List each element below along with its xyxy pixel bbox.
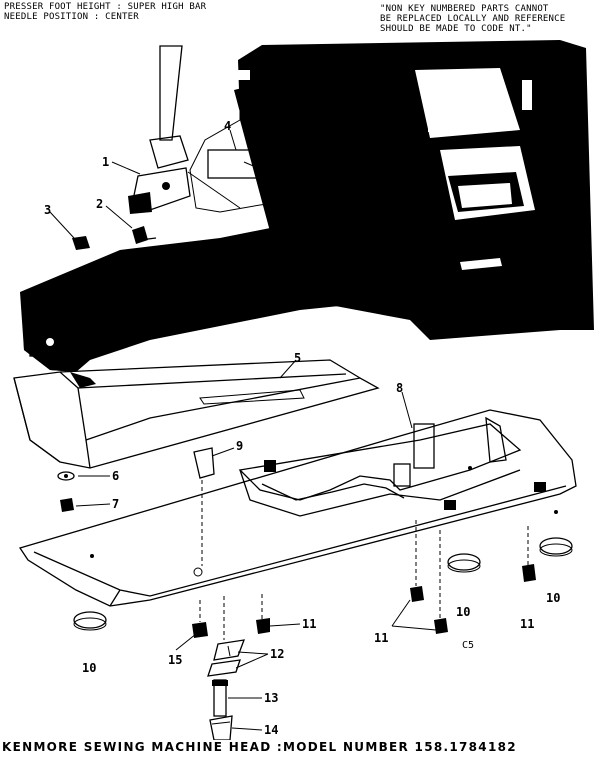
callout-13: 13 [264,691,278,705]
callout-12: 12 [270,647,284,661]
part-5-slide-cover [13,359,380,469]
exploded-parts-diagram: 1 2 3 4 5 6 7 8 9 10 10 10 11 11 11 12 1… [13,40,594,740]
part-4-label-plate [207,149,291,179]
machine-head-body [20,40,594,388]
part-6-washer [57,471,75,481]
parts-note-line-3: SHOULD BE MADE TO CODE NT." [380,24,532,34]
callout-4: 4 [224,119,231,133]
callout-numbers: 1 2 3 4 5 6 7 8 9 10 10 10 11 11 11 12 1… [44,119,560,737]
callout-9: 9 [236,439,243,453]
presser-foot-height-note: PRESSER FOOT HEIGHT : SUPER HIGH BAR [4,2,207,12]
callout-2: 2 [96,197,103,211]
callout-10-left: 10 [82,661,96,675]
callout-11-right: 11 [520,617,534,631]
part-11-screws [256,520,536,634]
part-7-screw [60,498,74,512]
callout-10-right: 10 [546,591,560,605]
drawing-code: C5 [462,640,474,651]
callout-6: 6 [112,469,119,483]
part-10-rubber-foot [73,537,573,631]
header-parts-note: "NON KEY NUMBERED PARTS CANNOT BE REPLAC… [380,4,565,34]
parts-note-line-2: BE REPLACED LOCALLY AND REFERENCE [380,14,566,24]
needle-position-note: NEEDLE POSITION : CENTER [4,12,139,22]
part-12-clips [207,596,245,677]
callout-15: 15 [168,653,182,667]
callout-5: 5 [294,351,301,365]
part-1-presser-foot [128,45,241,214]
callout-11-left: 11 [302,617,316,631]
callout-10-middle: 10 [456,605,470,619]
callout-3: 3 [44,203,51,217]
part-9-pin-cap [193,447,215,566]
part-13-pin [212,679,228,717]
callout-1: 1 [102,155,109,169]
callout-14: 14 [264,723,278,737]
part-14-cap [209,715,233,740]
callout-11-middle: 11 [374,631,388,645]
callout-7: 7 [112,497,119,511]
leader-lines [49,129,437,731]
parts-note-line-1: "NON KEY NUMBERED PARTS CANNOT [380,4,549,14]
diagram-title: KENMORE SEWING MACHINE HEAD :MODEL NUMBE… [2,740,517,754]
part-3-nut [72,236,90,250]
part-15-nut [192,600,208,638]
header-machine-specs: PRESSER FOOT HEIGHT : SUPER HIGH BAR NEE… [4,2,206,22]
callout-8: 8 [396,381,403,395]
part-8-base-plate [18,409,577,607]
part-2-screw [132,226,157,244]
